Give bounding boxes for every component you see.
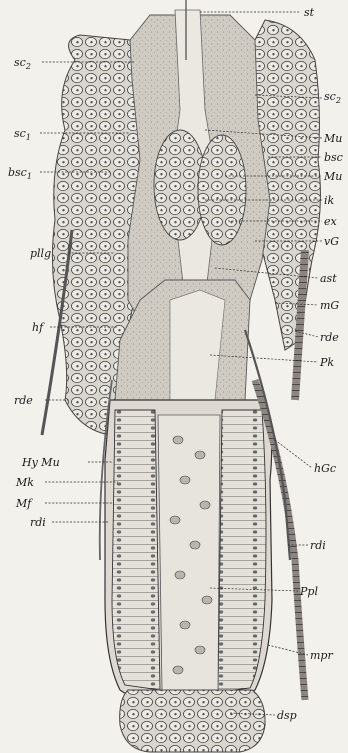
label-st: st <box>304 6 315 19</box>
label-mu-mid: Mu <box>323 170 342 183</box>
label-rdi-left: rdi <box>30 516 46 529</box>
label-hgc: hGc <box>314 462 336 475</box>
columnar-epithelium-right <box>218 410 266 692</box>
lower-lumen <box>158 415 220 690</box>
label-hf: hf <box>32 321 45 334</box>
label-mpr: mpr <box>310 649 333 662</box>
label-bsc-right: bsc <box>324 151 343 164</box>
label-pllg: pllg <box>30 247 51 260</box>
label-mk: Mk <box>15 476 34 489</box>
label-hymu: Hy Mu <box>21 456 60 469</box>
label-rdi-right: rdi <box>310 539 326 552</box>
label-pk: Pk <box>319 356 334 369</box>
label-mf: Mf <box>15 497 33 510</box>
label-ik: ik <box>324 194 335 207</box>
label-ppl: Ppl <box>299 585 318 598</box>
label-vg: vG <box>324 235 339 248</box>
label-rde-left: rde <box>14 394 33 407</box>
neck-lumen <box>170 290 225 400</box>
label-ex: ex <box>324 215 338 228</box>
label-mu-top: Mu <box>323 132 342 145</box>
muscle-pad-right <box>198 135 246 245</box>
bottom-ganglion <box>120 690 265 752</box>
label-rde-right: rde <box>320 331 339 344</box>
label-ast: ast <box>320 272 337 285</box>
label-mg: mG <box>320 299 339 312</box>
label-dsp: dsp <box>277 709 297 722</box>
columnar-epithelium-left <box>112 410 160 690</box>
